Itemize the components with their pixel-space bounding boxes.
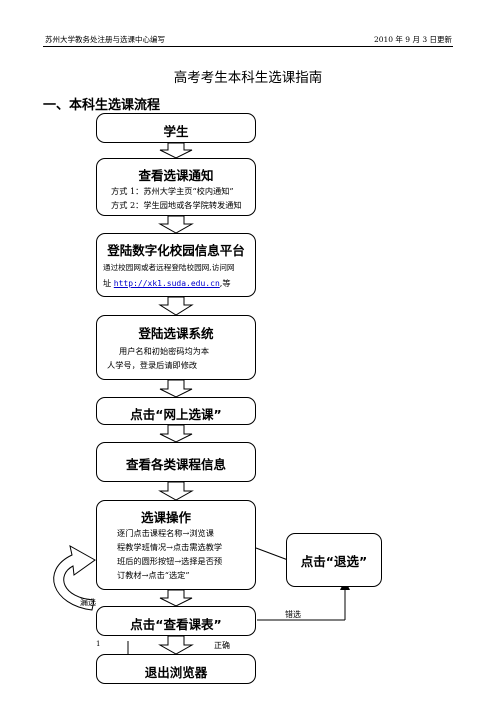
arrow-3 bbox=[158, 296, 194, 316]
step-login-system-title: 登陆选课系统 bbox=[138, 326, 214, 341]
step-student: 学生 bbox=[96, 113, 256, 143]
arrow-6 bbox=[158, 481, 194, 501]
step-exit: 退出浏览器 bbox=[96, 654, 256, 684]
step-drop-title: 点击“退选” bbox=[300, 554, 368, 569]
step-view-schedule: 点击“查看课表” bbox=[96, 606, 256, 636]
step-online-select: 点击“网上选课” bbox=[96, 397, 256, 425]
portal-url-link[interactable]: http://xk1.suda.edu.cn bbox=[113, 279, 220, 288]
step-operate: 选课操作 逐门点击课程名称→浏览课 程教学班情况→点击需选教学 班后的圆形按钮→… bbox=[96, 500, 256, 590]
label-correct: 正确 bbox=[214, 641, 230, 650]
step-login-portal-line1: 通过校园网或者远程登陆校园网,访问网 bbox=[103, 263, 235, 272]
arrow-5 bbox=[159, 424, 193, 443]
step-online-select-title: 点击“网上选课” bbox=[130, 407, 222, 422]
step-view-schedule-title: 点击“查看课表” bbox=[130, 617, 222, 632]
step-exit-title: 退出浏览器 bbox=[144, 665, 208, 680]
arrow-2 bbox=[158, 215, 194, 234]
label-missed: 漏选 bbox=[80, 598, 96, 607]
header-rule bbox=[43, 46, 453, 47]
step-operate-line4: 订教材→点击“选定” bbox=[117, 570, 190, 580]
step-notice-title: 查看选课通知 bbox=[138, 168, 214, 183]
step-notice-line2: 方式 2：学生园地或各学院转发通知 bbox=[111, 200, 242, 210]
step-login-system: 登陆选课系统 用户名和初始密码均为本 人学号，登录后请即修改 bbox=[96, 315, 256, 380]
step-student-title: 学生 bbox=[163, 124, 189, 139]
step-course-info-title: 查看各类课程信息 bbox=[125, 457, 226, 472]
step-login-system-line2: 人学号，登录后请即修改 bbox=[107, 360, 198, 370]
page-title: 高考考生本科生选课指南 bbox=[173, 70, 323, 86]
step-operate-line2: 程教学班情况→点击需选教学 bbox=[117, 542, 223, 552]
section-heading: 一、本科生选课流程 bbox=[43, 98, 161, 113]
step-operate-title: 选课操作 bbox=[140, 510, 191, 525]
step-login-portal-line2: 址 http://xk1.suda.edu.cn,等 bbox=[103, 276, 231, 291]
label-page-marker: 1 bbox=[96, 640, 101, 648]
step-login-portal-prefix: 址 bbox=[103, 278, 114, 288]
arrow-4 bbox=[159, 379, 193, 398]
drop-to-operate bbox=[255, 547, 289, 561]
arrow-7 bbox=[159, 589, 193, 607]
step-login-portal: 登陆数字化校园信息平台 通过校园网或者远程登陆校园网,访问网 址 http://… bbox=[96, 233, 256, 297]
step-drop: 点击“退选” bbox=[286, 533, 382, 587]
step-login-portal-title: 登陆数字化校园信息平台 bbox=[107, 243, 245, 258]
header-date: 2010 年 9 月 3 日更新 bbox=[373, 35, 452, 44]
step-notice: 查看选课通知 方式 1：苏州大学主页“校内通知” 方式 2：学生园地或各学院转发… bbox=[96, 158, 256, 216]
missed-loop-arrow bbox=[53, 545, 96, 611]
arrow-8 bbox=[158, 635, 194, 655]
step-course-info: 查看各类课程信息 bbox=[96, 442, 256, 482]
label-wrong: 错选 bbox=[285, 610, 301, 619]
arrow-1 bbox=[159, 142, 193, 159]
step-login-system-line1: 用户名和初始密码均为本 bbox=[119, 346, 210, 356]
step-operate-line3: 班后的圆形按钮→选择是否预 bbox=[117, 556, 223, 566]
step-operate-line1: 逐门点击课程名称→浏览课 bbox=[117, 528, 214, 538]
step-login-portal-suffix: ,等 bbox=[219, 278, 231, 288]
step-notice-line1: 方式 1：苏州大学主页“校内通知” bbox=[111, 186, 234, 196]
header-author: 苏州大学教务处注册与选课中心编写 bbox=[45, 35, 165, 44]
